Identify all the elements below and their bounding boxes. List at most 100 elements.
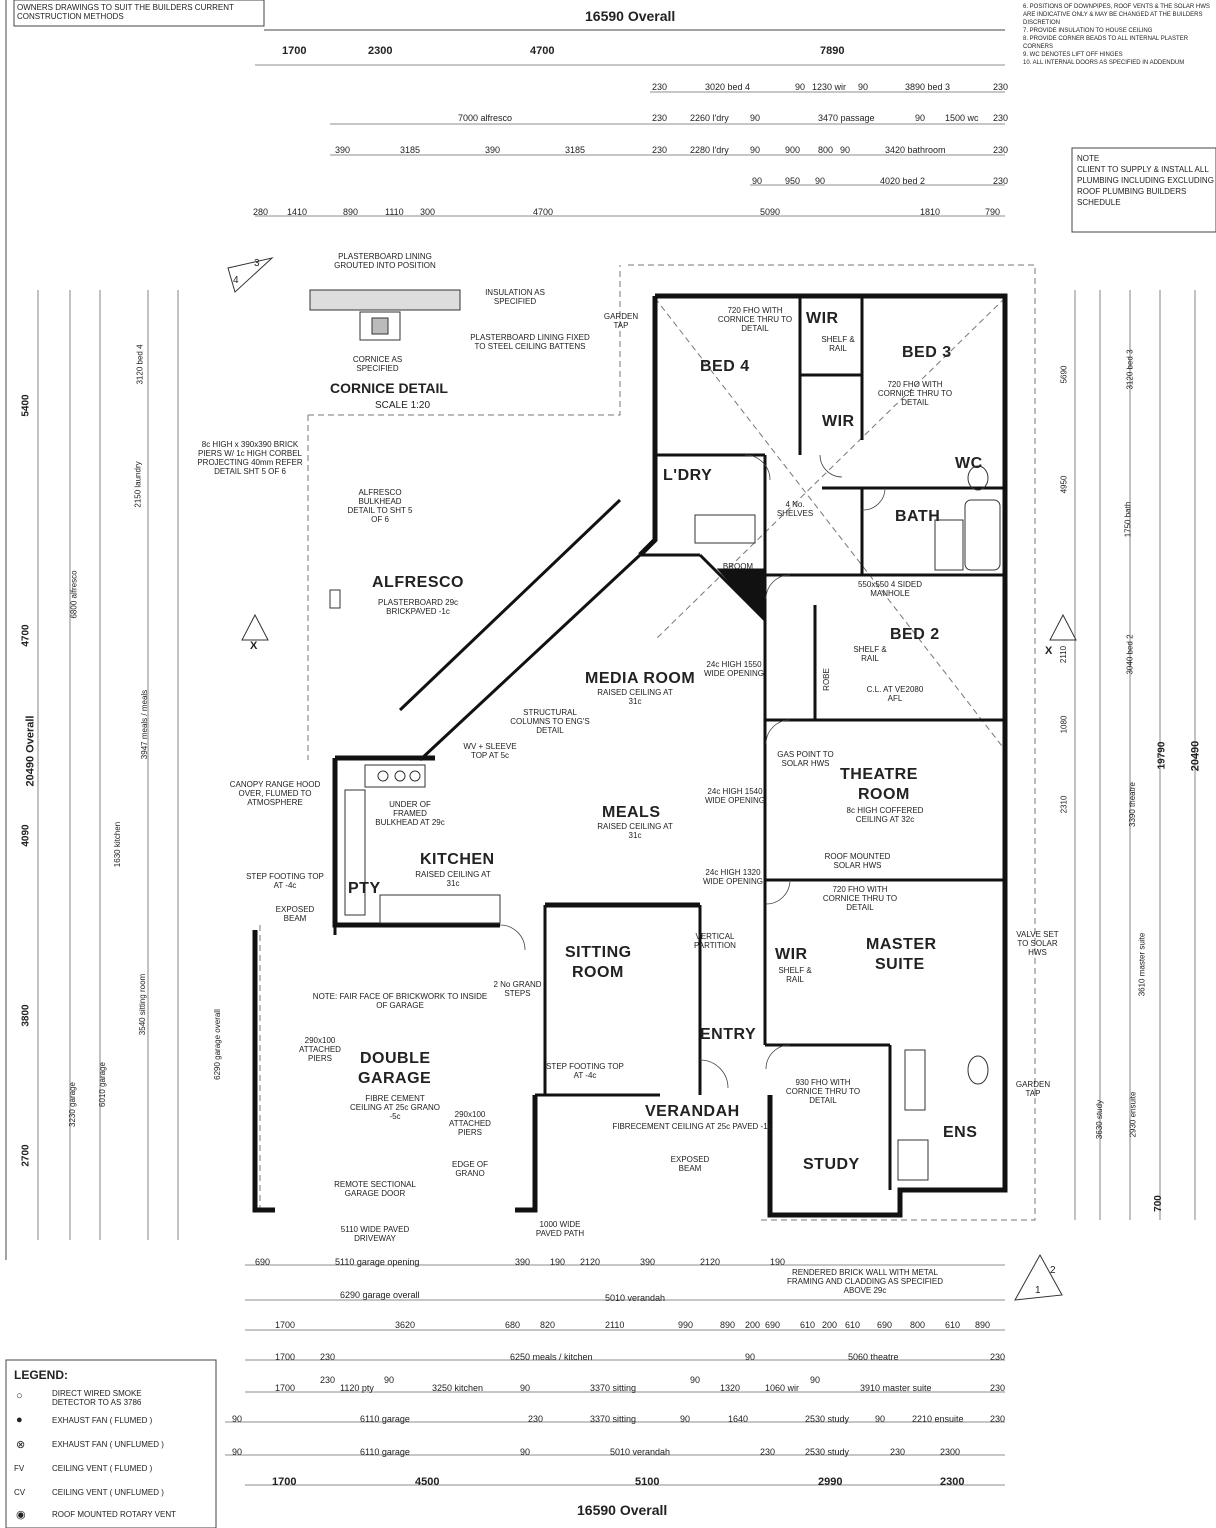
dim-r6-garage: 6110 garage [360,1414,410,1424]
room-laundry: L'DRY [663,467,713,484]
dim-r6-90c: 90 [875,1414,886,1424]
legend-item-vent-unflumed: CEILING VENT ( UNFLUMED ) [52,1488,164,1497]
dim-left-4700: 4700 [20,624,32,647]
dim-90: 90 [795,82,806,92]
plasterboard-fixed-note: PLASTERBOARD LINING FIXED TO STEEL CEILI… [470,333,590,351]
dim-r3-680: 680 [505,1320,521,1330]
dim-r7-90b: 90 [520,1447,531,1457]
step-footing-note-2: STEP FOOTING TOP AT -4c [246,872,324,890]
dim-bottom-190a: 190 [550,1257,566,1267]
dim-right-700: 700 [1152,1195,1164,1212]
dim-r5-230: 230 [320,1375,336,1385]
driveway-note: 5110 WIDE PAVED DRIVEWAY [340,1225,410,1243]
insulation-note: INSULATION AS SPECIFIED [485,288,545,306]
valve-note: VALVE SET TO SOLAR HWS [1016,930,1059,957]
shelf-rail-note: SHELF & RAIL [821,335,855,353]
room-wc: WC [955,455,983,472]
dim-90e: 90 [750,145,761,155]
dim-230f: 230 [993,145,1009,155]
dim-right-19790: 19790 [1156,741,1168,770]
dim-r3-890: 890 [720,1320,736,1330]
room-alfresco: ALFRESCO [372,574,464,591]
dim-3185a: 3185 [400,145,421,155]
dim-90f: 90 [840,145,851,155]
structural-columns-note: STRUCTURAL COLUMNS TO ENG'S DETAIL [510,708,590,735]
garden-tap-note-2: GARDEN TAP [603,312,639,330]
dim-master-suite: 3910 master suite [860,1383,932,1393]
exposed-beam-note: EXPOSED BEAM [670,1155,710,1173]
dim-left-kitchen: 1630 kitchen [113,821,123,868]
dim-230e: 230 [652,145,668,155]
grand-steps-note: 2 No GRAND STEPS [493,980,542,998]
legend-item-smoke-detector: DIRECT WIRED SMOKE DETECTOR TO AS 3786 [52,1389,142,1407]
section-number-3: 3 [254,258,260,269]
angled-walls [398,498,767,762]
dim-r6-study: 2530 study [805,1414,850,1424]
room-bath: BATH [895,508,941,525]
dim-90c: 90 [750,113,761,123]
dim-top-1700: 1700 [282,45,307,57]
dim-garage-opening: 5110 garage opening [335,1257,420,1267]
dim-r6-ensuite: 2210 ensuite [912,1414,964,1424]
room-master-line2: SUITE [875,956,925,973]
dim-pty: 1120 pty [340,1383,374,1393]
dim-r6-sitting: 3370 sitting [590,1414,637,1424]
dim-kitchen: 3250 kitchen [432,1383,484,1393]
dim-passage: 3470 passage [818,113,875,123]
dim-230g: 230 [993,176,1009,186]
dim-r8-5100: 5100 [635,1476,660,1488]
garage-subnote: FIBRE CEMENT CEILING AT 25c GRANO -5c [350,1094,440,1121]
dim-bathroom: 3420 bathroom [885,145,946,155]
room-sitting-line2: ROOM [572,964,624,981]
cornice-thru-note-bed4: 720 FHO WITH CORNICE THRU TO DETAIL [717,306,793,333]
dim-r4-230: 230 [320,1352,336,1362]
edge-of-grano-note: EDGE OF GRANO [451,1160,488,1178]
dim-800: 800 [818,145,834,155]
dim-r3-3620: 3620 [395,1320,416,1330]
dim-top-4700: 4700 [530,45,555,57]
dim-right-5690: 5690 [1059,365,1069,384]
dim-bottom-190b: 190 [770,1257,786,1267]
dim-bottom-690: 690 [255,1257,271,1267]
dim-right-ensuite: 2930 ensuite [1128,1091,1138,1138]
ceiling-vent-flumed-icon: FV [14,1464,25,1473]
fair-face-note: NOTE: FAIR FACE OF BRICKWORK TO INSIDE O… [312,992,488,1010]
room-sitting-line1: SITTING [565,944,632,961]
legend-item-vent-flumed: CEILING VENT ( FLUMED ) [52,1464,153,1473]
dim-bottom-2120b: 2120 [700,1257,721,1267]
dim-bottom-390b: 390 [640,1257,656,1267]
canopy-rangehood-note: CANOPY RANGE HOOD OVER, FLUMED TO ATMOSP… [229,780,321,807]
dim-ldry2: 2280 l'dry [690,145,729,155]
dim-right-study: 3630 study [1095,1099,1105,1140]
dim-left-meals: 3947 meals / meals [140,689,150,760]
room-pantry: PTY [348,880,381,897]
cornice-as-note: CORNICE AS SPECIFIED [352,355,403,373]
dim-left-4090: 4090 [20,824,32,847]
dim-right-bed2: 3040 bed 2 [1125,634,1135,675]
dim-90b: 90 [858,82,869,92]
cornice-thru-note-bed3: 720 FHO WITH CORNICE THRU TO DETAIL [877,380,953,407]
dim-r3-990: 990 [678,1320,694,1330]
dim-r4-1700: 1700 [275,1352,296,1362]
dim-meals-kitchen: 6250 meals / kitchen [510,1352,593,1362]
ceiling-level-note: C.L. AT VE2080 AFL [866,685,924,703]
paved-path-note: 1000 WIDE PAVED PATH [535,1220,585,1238]
dim-left-bed4: 3120 bed 4 [135,344,145,385]
door-swings [499,454,886,1089]
dim-90g: 90 [752,176,763,186]
dim-280: 280 [253,207,269,217]
exhaust-fan-unflumed-icon: ⊗ [16,1439,26,1451]
legend-item-exhaust-flumed: EXHAUST FAN ( FLUMED ) [52,1416,153,1425]
sheet-borders [5,0,1216,1528]
dim-r7-2300: 2300 [940,1447,961,1457]
room-wir-1: WIR [806,310,839,327]
dim-230b: 230 [993,82,1009,92]
dim-wir-width: 1230 wir [812,82,847,92]
dim-right-master: 3610 master suite [1137,932,1147,997]
dim-1810: 1810 [920,207,941,217]
dim-garage-overall: 6290 garage overall [340,1290,420,1300]
vertical-partition-note: VERTICAL PARTITION [694,932,736,950]
dim-r3-610b: 610 [845,1320,861,1330]
dim-theatre: 5060 theatre [848,1352,899,1362]
